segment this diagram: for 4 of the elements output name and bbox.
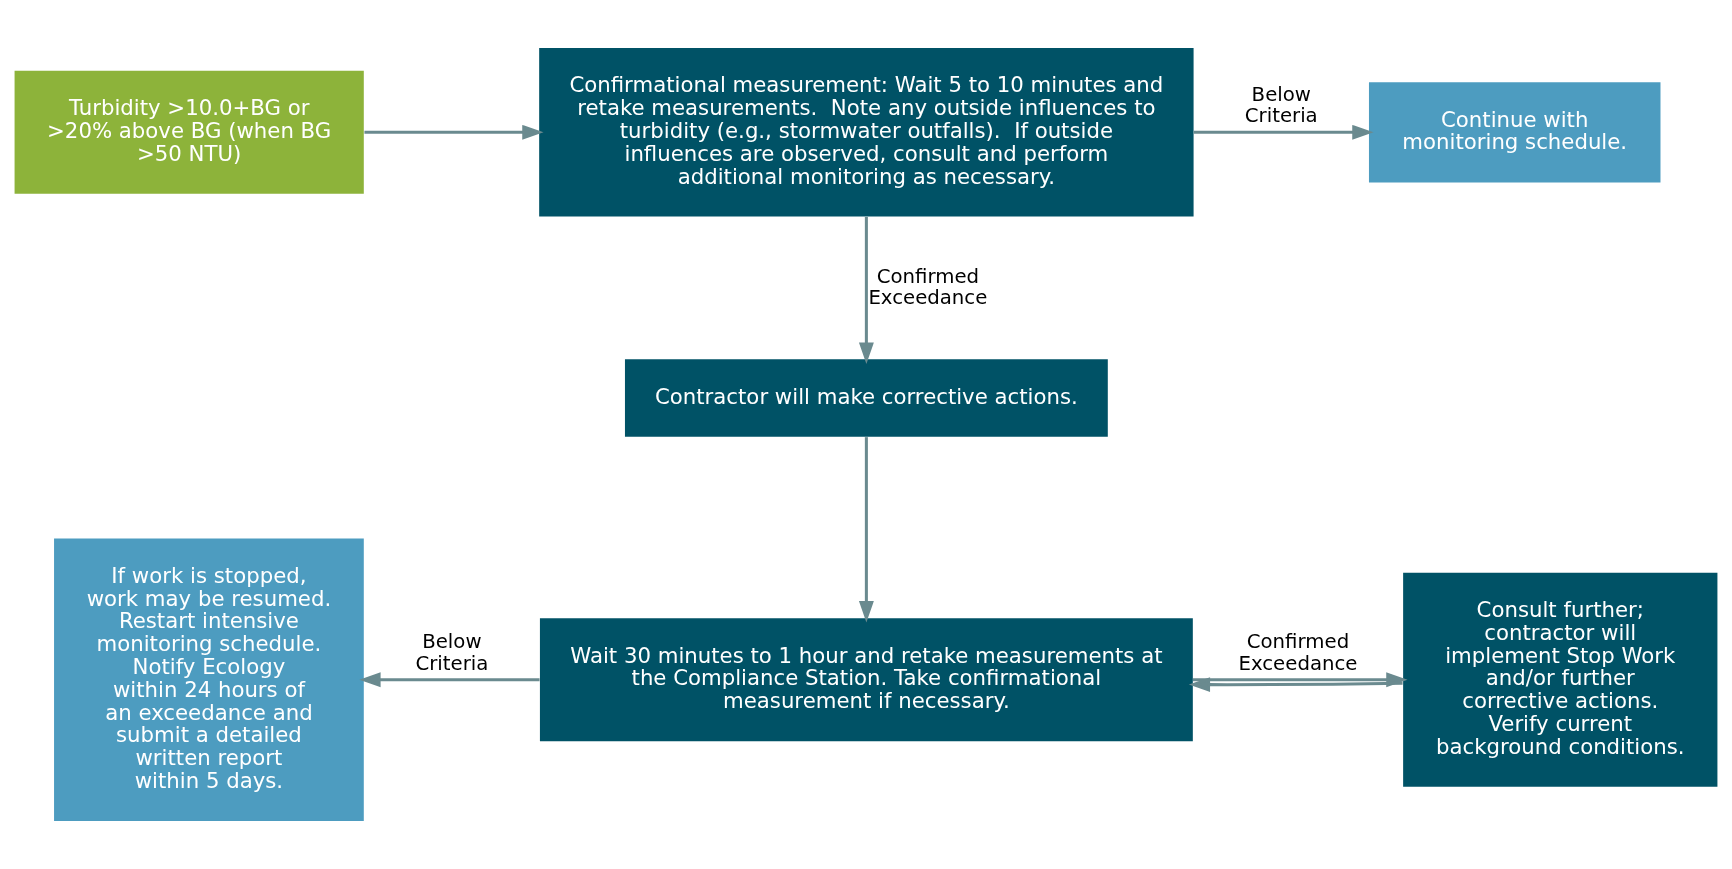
edge-label: Below Criteria xyxy=(415,630,489,675)
edge-label: Confirmed Exceedance xyxy=(868,264,988,309)
edge-label: Below Criteria xyxy=(1244,83,1318,128)
edge-label: Confirmed Exceedance xyxy=(1238,630,1358,675)
